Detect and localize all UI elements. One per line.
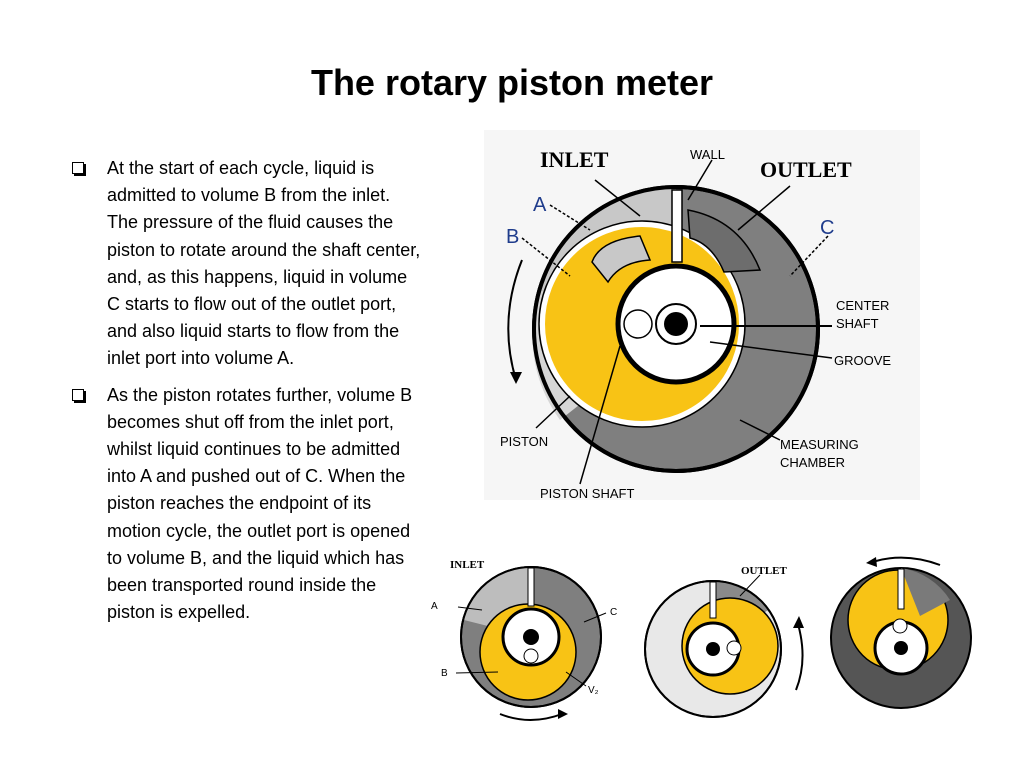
volume-a-lobe (591, 235, 652, 284)
label-outlet: OUTLET (760, 157, 852, 182)
label-b: B (506, 226, 519, 248)
bullet-text: At the start of each cycle, liquid is ad… (107, 158, 421, 369)
checkbox-bullet-icon (72, 388, 84, 401)
label-measuring: MEASURING (780, 437, 859, 452)
checkbox-bullet-icon (72, 162, 84, 174)
stage1-label-inlet: INLET (450, 559, 485, 571)
bullet-list: At the start of each cycle, liquid is ad… (70, 155, 422, 635)
label-chamber: CHAMBER (780, 455, 845, 470)
label-center-shaft-2: SHAFT (836, 316, 879, 331)
piston-shaft (623, 309, 653, 339)
label-piston: PISTON (500, 434, 548, 449)
rotation-arrow (507, 259, 523, 381)
wall (671, 189, 683, 263)
rotation-arrowhead (510, 372, 522, 384)
stage1-label-b: B (441, 668, 448, 679)
bullet-item: As the piston rotates further, volume B … (70, 382, 422, 627)
stage1-label-a: A (431, 601, 438, 612)
bullet-item: At the start of each cycle, liquid is ad… (70, 155, 422, 373)
stage2-label-outlet: OUTLET (741, 565, 788, 577)
bullet-text: As the piston rotates further, volume B … (107, 384, 413, 623)
center-shaft (664, 312, 688, 336)
stage1-label-v2: V₂ (588, 685, 599, 696)
label-piston-shaft: PISTON SHAFT (540, 486, 634, 501)
stage1-label-c: C (610, 607, 617, 618)
slide-title: The rotary piston meter (310, 62, 714, 103)
label-center-shaft-1: CENTER (836, 298, 889, 313)
outlet-lobe (687, 209, 762, 273)
label-groove: GROOVE (834, 353, 891, 368)
label-a: A (533, 194, 547, 216)
label-wall: WALL (690, 147, 725, 162)
label-c: C (820, 217, 834, 239)
label-inlet: INLET (540, 147, 609, 172)
